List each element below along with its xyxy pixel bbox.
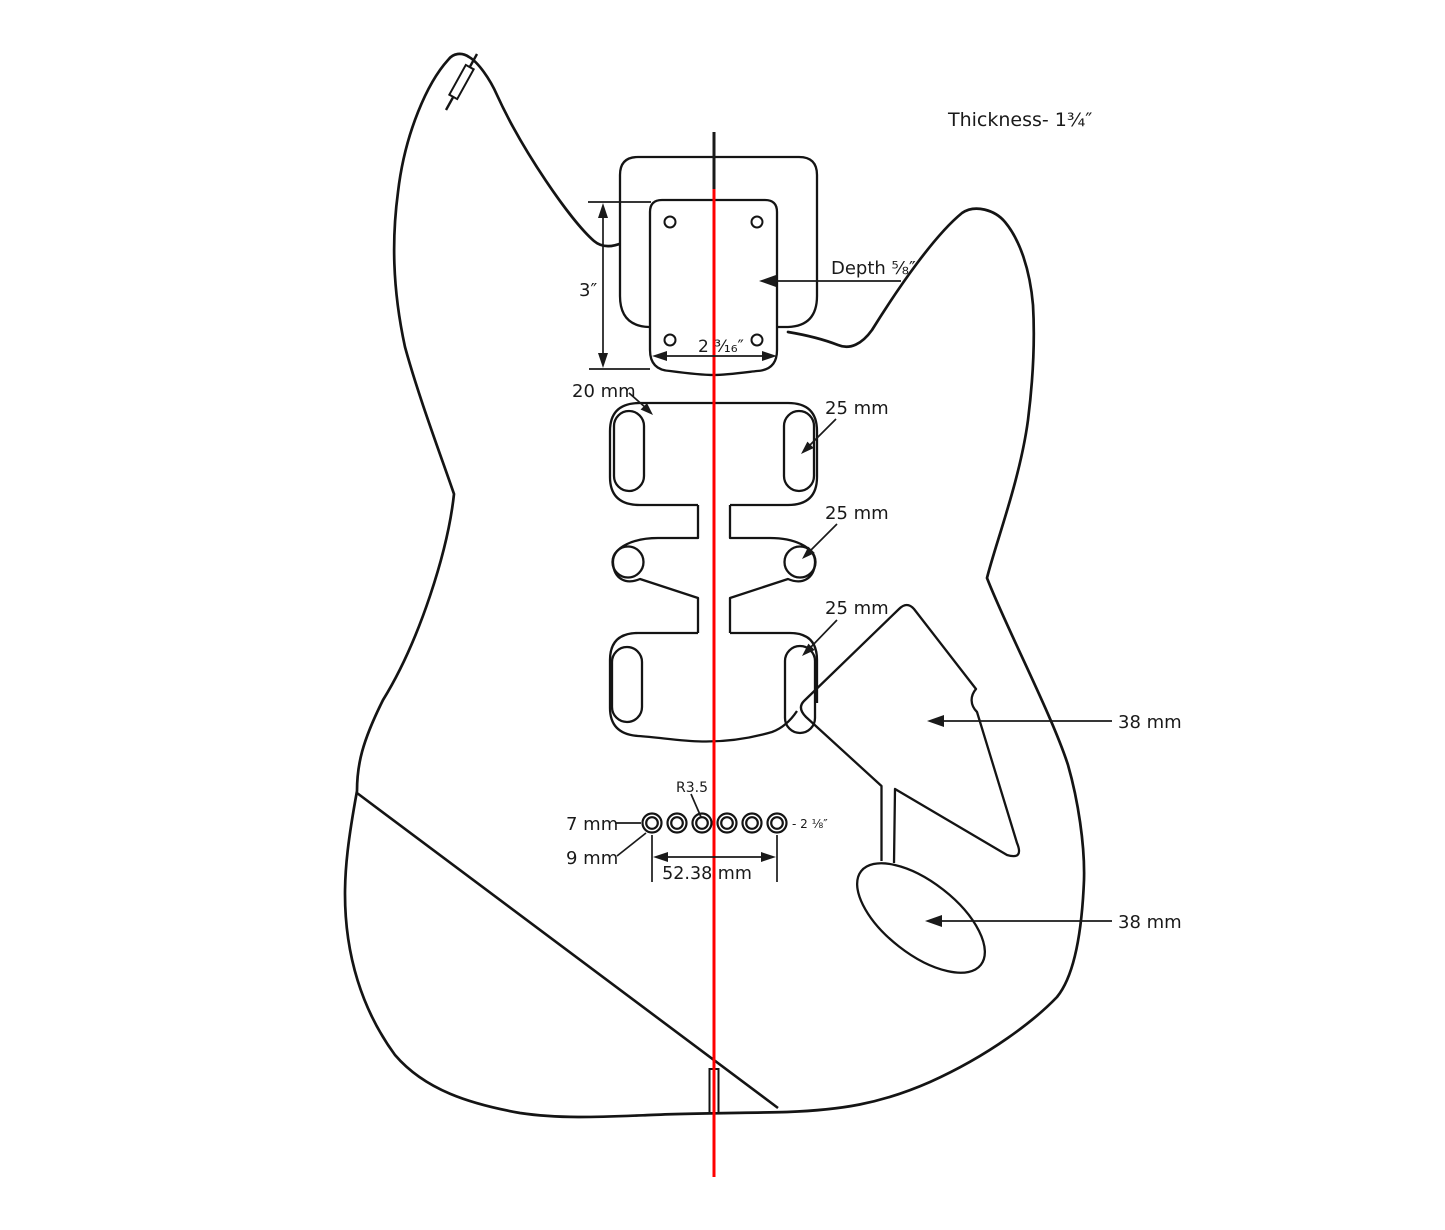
arrow-left — [925, 915, 942, 927]
svg-text:9 mm: 9 mm — [566, 848, 618, 869]
bridge-mounting-holes — [641, 812, 788, 834]
channel-left-wall-and-flag — [611, 505, 700, 633]
arrow-left — [653, 852, 668, 862]
dim-hole-radius: R3.5 — [676, 780, 708, 818]
svg-text:25 mm: 25 mm — [825, 598, 889, 619]
bridge-pickup-route-left — [608, 631, 798, 743]
svg-text:R3.5: R3.5 — [676, 780, 708, 796]
channel-right-wall-and-flag — [728, 505, 817, 633]
dim-pocket-width: 2 ³⁄₁₆″ — [652, 337, 777, 361]
bridge-hole — [716, 812, 738, 834]
svg-text:2 ³⁄₁₆″: 2 ³⁄₁₆″ — [698, 337, 744, 357]
svg-text:52.38 mm: 52.38 mm — [662, 864, 752, 884]
arrow-up — [598, 203, 608, 218]
bridge-hole — [691, 812, 713, 834]
arrow-right — [761, 852, 776, 862]
bridge-hole — [741, 812, 763, 834]
tremolo-cavity — [799, 603, 1021, 864]
dim-pocket-length: 3″ — [579, 201, 651, 370]
arrowhead — [802, 546, 815, 559]
dim-hole-drill: 7 mm — [566, 814, 641, 835]
neck-route-left-ear — [612, 409, 646, 493]
bridge-hole — [766, 812, 788, 834]
arrow-left — [652, 351, 667, 361]
dim-hole-spacing: 52.38 mm — [651, 835, 778, 884]
svg-text:20 mm: 20 mm — [572, 381, 636, 402]
arrowhead — [801, 441, 814, 454]
contour-line — [356, 791, 779, 1110]
dim-main-route-depth: 20 mm — [572, 381, 653, 415]
neck-route-right-ear — [782, 409, 816, 493]
bridge-pickup-route-right — [730, 631, 819, 703]
dim-jack-cavity-depth: 38 mm — [925, 912, 1182, 933]
svg-text:25 mm: 25 mm — [825, 503, 889, 524]
dim-bridge-ear-depth: 25 mm — [802, 598, 889, 656]
dim-trem-cavity-depth: 38 mm — [927, 712, 1182, 733]
arrow-down — [598, 353, 608, 368]
dim-middle-ear-depth: 25 mm — [802, 503, 889, 559]
arrow-right — [762, 351, 777, 361]
dim-neck-ear-depth: 25 mm — [801, 398, 889, 454]
svg-text:Depth ⅝″: Depth ⅝″ — [831, 258, 916, 279]
middle-route-right-circle — [783, 545, 817, 579]
svg-text:3″: 3″ — [579, 280, 597, 301]
arrow-left — [759, 275, 776, 287]
bridge-hole — [641, 812, 663, 834]
neck-pocket-screw-holes — [663, 215, 764, 347]
top-strap-pin — [444, 53, 479, 111]
arrowhead — [802, 643, 815, 656]
svg-text:7 mm: 7 mm — [566, 814, 618, 835]
bridge-hole — [666, 812, 688, 834]
svg-text:25 mm: 25 mm — [825, 398, 889, 419]
bridge-route-left-ear — [610, 645, 644, 724]
jack-cavity — [855, 862, 987, 974]
arrowhead — [640, 403, 653, 415]
svg-text:38 mm: 38 mm — [1118, 912, 1182, 933]
svg-text:38 mm: 38 mm — [1118, 712, 1182, 733]
dim-string-spread: - 2 ⅛″ — [792, 817, 828, 831]
dim-pocket-depth: Depth ⅝″ — [759, 258, 916, 287]
middle-route-left-circle — [611, 545, 645, 579]
thickness-note: Thickness- 1¾″ — [947, 109, 1092, 131]
guitar-body-outline — [343, 52, 1086, 1119]
dim-hole-counterbore: 9 mm — [566, 832, 647, 869]
arrow-left — [927, 715, 944, 727]
